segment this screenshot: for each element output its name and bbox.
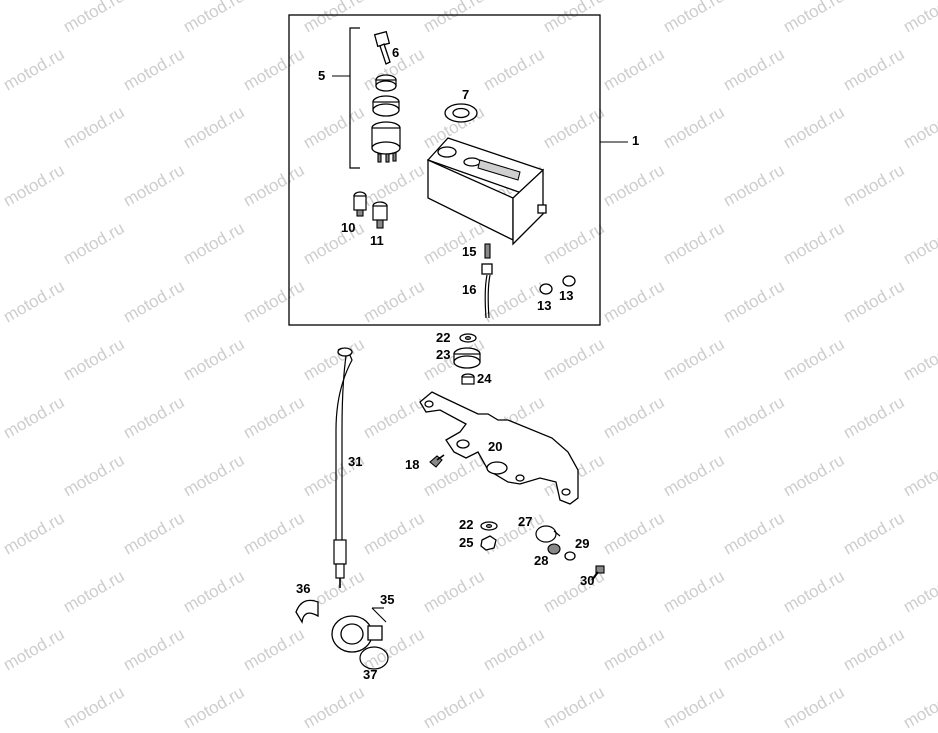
bolt-18 (429, 454, 445, 468)
label-13-a: 13 (559, 288, 574, 303)
clip-27 (535, 525, 561, 543)
label-29: 29 (575, 536, 590, 551)
label-20: 20 (488, 439, 503, 454)
label-13-b: 13 (537, 298, 552, 313)
washer-22-top (459, 333, 477, 343)
label-37: 37 (363, 667, 378, 682)
label-23: 23 (436, 347, 451, 362)
ignition-lock-5 (371, 74, 401, 163)
washer-29 (564, 551, 576, 561)
label-22-top: 22 (436, 330, 451, 345)
bracket-5 (349, 27, 360, 169)
bulb-10 (353, 191, 367, 217)
label-10: 10 (341, 220, 356, 235)
cap-13-a (539, 283, 553, 295)
label-27: 27 (518, 514, 533, 529)
label-5: 5 (318, 68, 326, 83)
gasket-7 (444, 103, 478, 123)
washer-22-bottom (480, 521, 498, 531)
rubber-mount-23 (453, 347, 481, 369)
label-18: 18 (405, 457, 420, 472)
ring-37 (359, 646, 389, 670)
label-35: 35 (380, 592, 395, 607)
label-7: 7 (462, 87, 470, 102)
label-22-bottom: 22 (459, 517, 474, 532)
label-36: 36 (296, 581, 311, 596)
cable-end-16 (481, 263, 493, 319)
cap-13-b (562, 275, 576, 287)
speedometer-drive-35 (331, 607, 387, 653)
nut-28 (547, 543, 561, 555)
clamp-36 (295, 599, 319, 624)
bulb-11 (372, 201, 388, 229)
label-31: 31 (348, 454, 363, 469)
label-28: 28 (534, 553, 549, 568)
label-30: 30 (580, 573, 595, 588)
screw-15 (484, 243, 491, 259)
label-1: 1 (632, 133, 640, 148)
label-11: 11 (370, 233, 384, 248)
label-6: 6 (392, 45, 400, 60)
label-16: 16 (462, 282, 477, 297)
assembly-frame (288, 14, 601, 326)
screw-30 (591, 565, 605, 581)
parts-diagram (288, 14, 628, 670)
speedometer-cable-31 (333, 347, 353, 588)
label-25: 25 (459, 535, 474, 550)
label-24: 24 (477, 371, 492, 386)
mounting-bracket-20 (419, 391, 579, 505)
spacer-24 (461, 373, 475, 385)
key-6 (373, 30, 391, 65)
instrument-cluster-1 (426, 137, 547, 246)
label-15: 15 (462, 244, 477, 259)
nut-25 (480, 535, 497, 551)
